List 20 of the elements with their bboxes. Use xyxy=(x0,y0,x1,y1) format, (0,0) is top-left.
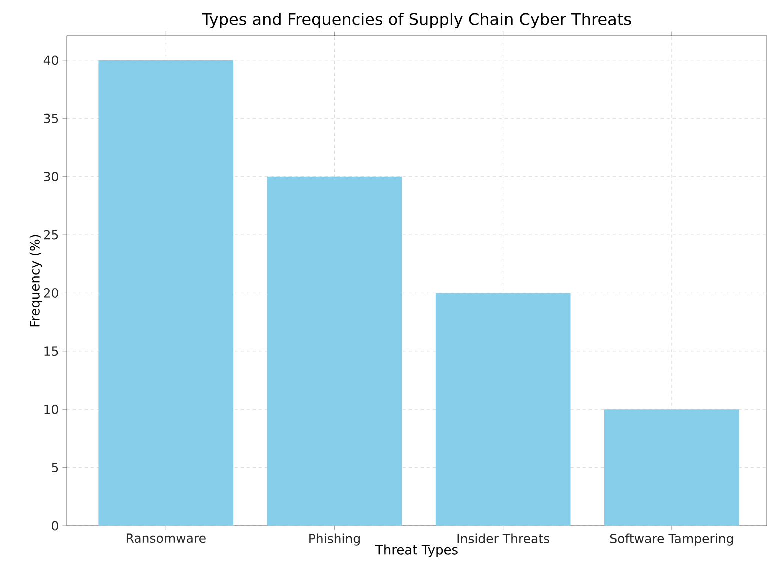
bar xyxy=(98,60,234,526)
axis-title: Frequency (%) xyxy=(30,235,42,327)
tick-label: 10 xyxy=(44,404,58,414)
tick-label: 20 xyxy=(44,288,58,298)
tick-label: 35 xyxy=(44,114,58,124)
tick-label: 25 xyxy=(44,230,58,240)
tick-label: Insider Threats xyxy=(458,534,550,544)
tick-label: 15 xyxy=(44,346,58,356)
chart-title: Types and Frequencies of Supply Chain Cyber Threats xyxy=(202,12,632,28)
tick-label: Ransomware xyxy=(126,534,206,544)
tick-label: 5 xyxy=(52,463,58,472)
bar xyxy=(436,293,571,526)
tick-label: Phishing xyxy=(310,534,360,546)
tick-label: 40 xyxy=(44,56,58,66)
axis-title: Threat Types xyxy=(375,544,458,558)
bar xyxy=(267,176,402,526)
tick-label: 0 xyxy=(52,521,58,531)
tick-label: 30 xyxy=(44,172,58,182)
tick-label: Software Tampering xyxy=(610,534,734,546)
bar xyxy=(604,410,740,526)
